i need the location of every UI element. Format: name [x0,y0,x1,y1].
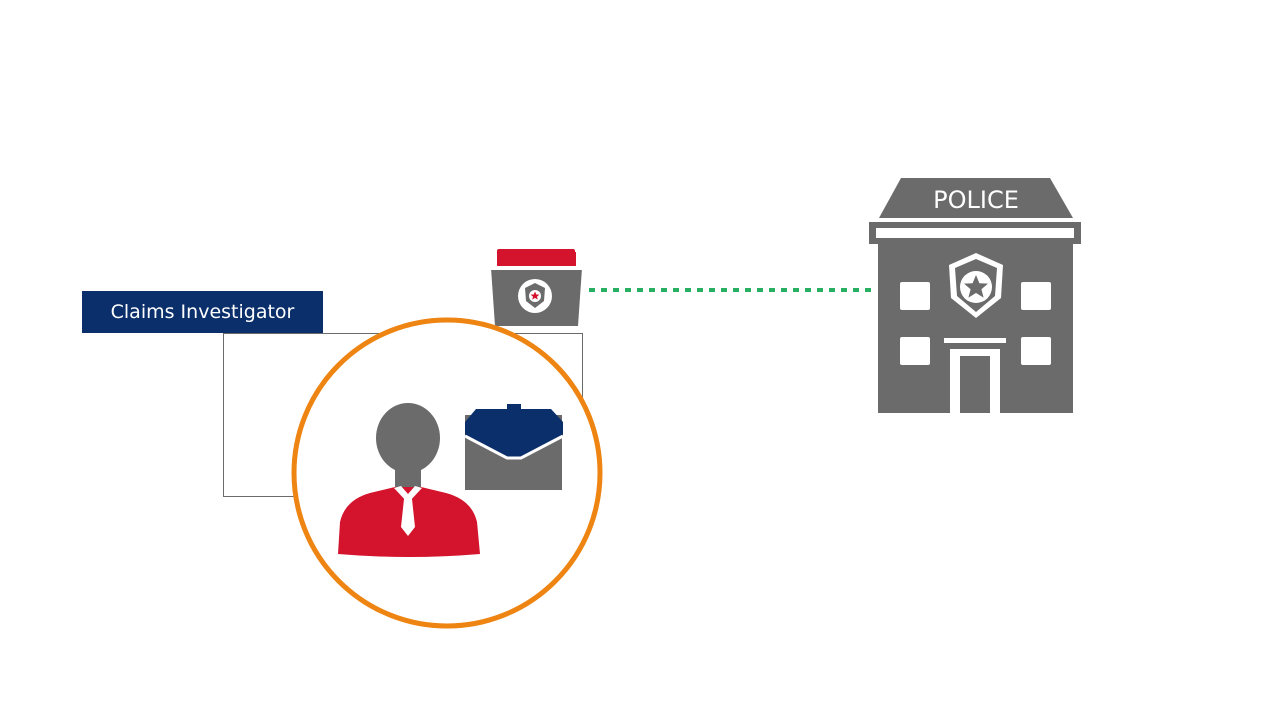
police-sign-text: POLICE [933,186,1019,214]
police-case-folder-icon [491,249,582,326]
briefcase-icon [464,404,564,490]
investigator-person-icon [338,403,480,557]
police-badge-icon [525,283,545,308]
claims-investigator-label-text: Claims Investigator [110,301,295,323]
station-badge-icon [949,253,1003,318]
claims-investigator-label: Claims Investigator [82,291,323,333]
police-station-icon [869,178,1081,413]
